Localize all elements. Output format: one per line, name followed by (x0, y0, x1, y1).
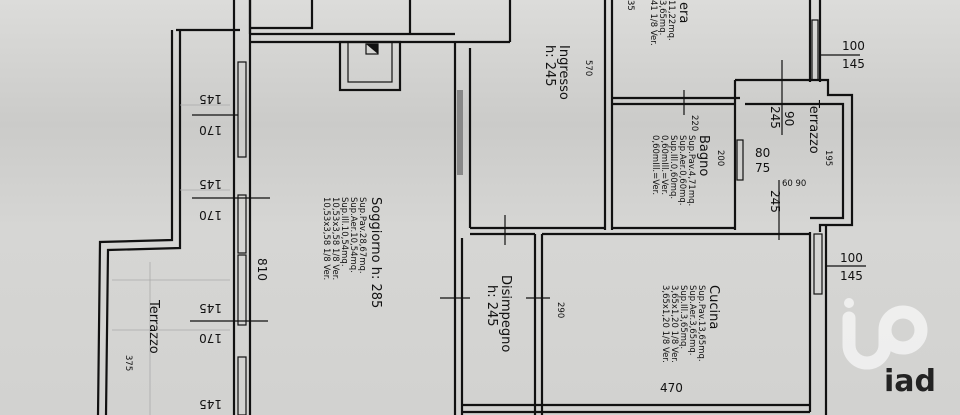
camera-label: era 11,22mq. 3,65mq. 41 1/8 Ver. (648, 0, 691, 46)
svg-text:75: 75 (755, 161, 770, 175)
camera-name: era (676, 2, 691, 23)
bagno-line: 0,60mIll.=Ver. (650, 135, 660, 195)
bagno-walls (612, 0, 822, 230)
ingresso-height: h: 245 (542, 45, 557, 87)
svg-text:170: 170 (199, 331, 222, 345)
soggiorno-line: Sup.Pav.28,67mq. (357, 197, 367, 274)
cucina-line: Sup.Pav.13,65mq. (696, 285, 706, 362)
cucina-line: Sup.Ill.3,65mq. (678, 285, 688, 349)
disimpegno-label: Disimpegno h: 245 (484, 275, 513, 352)
cucina-name: Cucina (706, 285, 721, 329)
window-top-right-dim: 100 145 (842, 39, 865, 71)
svg-text:145: 145 (199, 92, 222, 106)
soggiorno-line: 10,53x3,58 1/8 Ver. (330, 197, 340, 280)
bagno-line: Sup.Pav.4,71mq. (686, 135, 696, 206)
soggiorno-line: 10,53x3,58 1/8 Ver. (321, 197, 331, 280)
dimension-ticks (190, 54, 866, 322)
bagno-width-dim: 220 (689, 115, 699, 131)
svg-text:145: 145 (842, 57, 865, 71)
svg-text:100: 100 (840, 251, 863, 265)
soggiorno-line: Sup.Ill.10,54mq. (339, 197, 349, 267)
svg-text:145: 145 (199, 397, 222, 411)
living-room-window-wall (232, 0, 252, 415)
disimpegno-name: Disimpegno (498, 275, 513, 352)
window-dim-3: 145 170 (199, 301, 222, 345)
cucina-line: Sup.Aer.3,65mq. (687, 285, 697, 356)
cucina-width-dim: 470 (660, 381, 683, 395)
top-walls (248, 0, 455, 92)
bagno-length-dim: 200 (715, 150, 725, 166)
chimney-icon (366, 44, 378, 54)
svg-text:60 90: 60 90 (782, 179, 806, 189)
partition-walls (453, 0, 810, 415)
soggiorno-line: Sup.Aer.10,54mq. (348, 197, 358, 273)
disimpegno-height: h: 245 (484, 285, 499, 327)
soggiorno-name: Soggiorno h: 285 (368, 197, 383, 308)
cucina-line: 3,65x1,20 1/8 Ver. (660, 285, 670, 363)
window-dim-2: 145 170 (199, 177, 222, 222)
cucina-label: Cucina Sup.Pav.13,65mq. Sup.Aer.3,65mq. … (660, 285, 721, 363)
kitchen-walls (808, 225, 828, 415)
door-bagno-dim: 80 75 (755, 146, 770, 175)
window-dim-1: 145 170 (199, 92, 222, 137)
svg-text:80: 80 (755, 146, 770, 160)
terrazzo-left-label: Terrazzo (146, 299, 161, 354)
terrazzo-right-label: Terrazzo (806, 99, 821, 154)
svg-text:100: 100 (842, 39, 865, 53)
ingresso-label: Ingresso h: 245 (542, 45, 571, 100)
bagno-name: Bagno (696, 135, 711, 176)
terrace-left-outline (96, 28, 240, 415)
ingresso-name: Ingresso (556, 45, 571, 100)
svg-text:170: 170 (199, 123, 222, 137)
door-terrace-1-dim: 90 245 (768, 106, 796, 129)
svg-text:145: 145 (199, 301, 222, 315)
soggiorno-length-dim: 810 (255, 258, 269, 281)
ingresso-length-dim: 570 (583, 60, 593, 76)
bagno-label: Bagno Sup.Pav.4,71mq. Sup.Aer.0,60mq. Su… (650, 135, 711, 206)
bagno-line: Sup.Ill.0,60mq. (668, 135, 678, 199)
cucina-line: 3,65x1,20 1/8 Ver. (669, 285, 679, 363)
door-terrace-2-dim: 60 90 245 (768, 179, 806, 213)
svg-text:145: 145 (840, 269, 863, 283)
iad-logo-watermark: iad (842, 298, 936, 399)
top-room-dim: 35 (625, 0, 635, 11)
terrazzo-left-width-dim: 375 (123, 355, 133, 371)
svg-text:145: 145 (199, 177, 222, 191)
svg-text:90: 90 (782, 111, 796, 126)
camera-line: 41 1/8 Ver. (648, 0, 658, 46)
bagno-line: Sup.Aer.0,60mq. (677, 135, 687, 206)
soggiorno-label: Soggiorno h: 285 Sup.Pav.28,67mq. Sup.Ae… (321, 197, 383, 308)
bagno-line: 0,60mIll.=Ver. (659, 135, 669, 195)
svg-text:iad: iad (884, 364, 936, 399)
terrace-right-outline (735, 78, 854, 232)
terrazzo-right-length-dim: 195 (823, 150, 833, 166)
svg-text:170: 170 (199, 208, 222, 222)
window-cucina-dim: 100 145 (840, 251, 863, 283)
svg-text:245: 245 (768, 106, 782, 129)
window-dim-4: 145 (199, 397, 222, 411)
svg-text:245: 245 (768, 190, 782, 213)
camera-line: 3,65mq. (657, 0, 667, 35)
disimpegno-length-dim: 290 (555, 302, 565, 318)
camera-line: 11,22mq. (666, 0, 676, 41)
